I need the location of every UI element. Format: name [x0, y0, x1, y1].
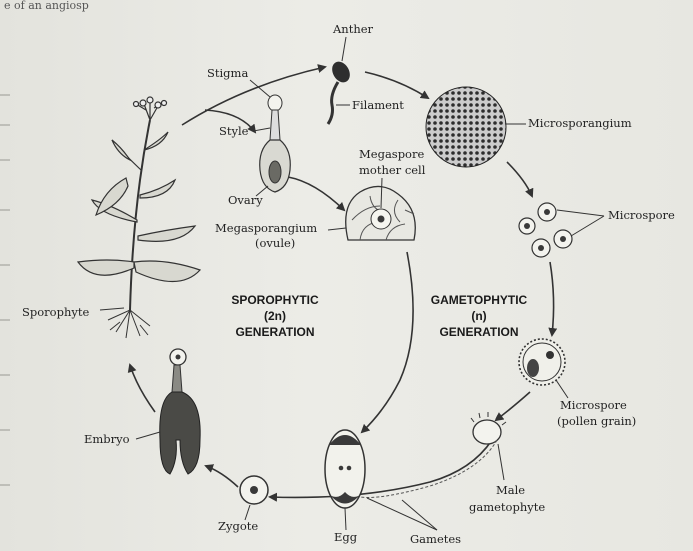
megasporangium-label-1: Megasporangium: [215, 221, 317, 235]
sporophytic-line-2: (2n): [264, 309, 286, 323]
sporophytic-line-1: SPOROPHYTIC: [231, 293, 319, 307]
gametophytic-generation-label: GAMETOPHYTIC (n) GENERATION: [431, 293, 528, 339]
arrow-megasporangium-to-egg: [362, 252, 413, 432]
pistil-drawing: [260, 95, 291, 192]
arrow-sporophyte-to-anther: [182, 67, 325, 125]
microspore-label: Microspore: [608, 208, 675, 222]
header-fragment: e of an angiosp: [4, 0, 89, 12]
gametes-label: Gametes: [410, 532, 461, 546]
filament-label: Filament: [352, 98, 404, 112]
male-gametophyte-label-1: Male: [496, 483, 525, 497]
embryo-sac-drawing: [325, 430, 365, 508]
egg-label: Egg: [334, 530, 358, 544]
zygote-label: Zygote: [218, 519, 258, 533]
arrow-zygote-to-embryo: [206, 466, 238, 487]
arrow-gametophyte-to-zygote: [270, 440, 492, 497]
megaspore-mother-cell-label-2: mother cell: [359, 163, 426, 177]
microsporangium-label: Microsporangium: [528, 116, 632, 130]
arrow-microspore-to-pollen: [550, 262, 554, 335]
embryo-drawing: [160, 349, 200, 474]
pollen-grain-drawing: [519, 339, 565, 385]
arrow-microsporangium-to-microspore: [507, 162, 532, 196]
microspore-pollen-label-1: Microspore: [560, 398, 627, 412]
sporophytic-line-3: GENERATION: [235, 325, 314, 339]
gametophytic-line-1: GAMETOPHYTIC: [431, 293, 528, 307]
gametophytic-line-3: GENERATION: [439, 325, 518, 339]
microsporangium-drawing: [426, 87, 506, 167]
male-gametophyte-label-2: gametophyte: [469, 500, 545, 514]
ovary-label: Ovary: [228, 193, 263, 207]
megasporangium-label-2: (ovule): [255, 236, 295, 250]
megaspore-mother-cell-label-1: Megaspore: [359, 147, 424, 161]
arrow-embryo-to-sporophyte: [130, 365, 155, 412]
arrow-anther-to-microsporangium: [365, 72, 428, 98]
arrow-pollen-to-male-gametophyte: [496, 392, 530, 420]
stigma-label: Stigma: [207, 66, 248, 80]
male-gametophyte-drawing: [360, 412, 506, 498]
sporophytic-generation-label: SPOROPHYTIC (2n) GENERATION: [231, 293, 319, 339]
style-label: Style: [219, 124, 249, 138]
gametophytic-line-2: (n): [471, 309, 486, 323]
anther-drawing: [328, 58, 353, 124]
page-margin-lines: [0, 95, 10, 485]
sporophyte-plant-drawing: [78, 97, 200, 338]
megasporangium-drawing: [346, 186, 416, 240]
microspore-pollen-label-2: (pollen grain): [557, 414, 636, 428]
anther-label: Anther: [332, 22, 374, 36]
arrow-ovary-to-megasporangium: [288, 177, 344, 210]
zygote-drawing: [240, 476, 268, 504]
embryo-label: Embryo: [84, 432, 130, 446]
sporophyte-label: Sporophyte: [22, 305, 89, 319]
